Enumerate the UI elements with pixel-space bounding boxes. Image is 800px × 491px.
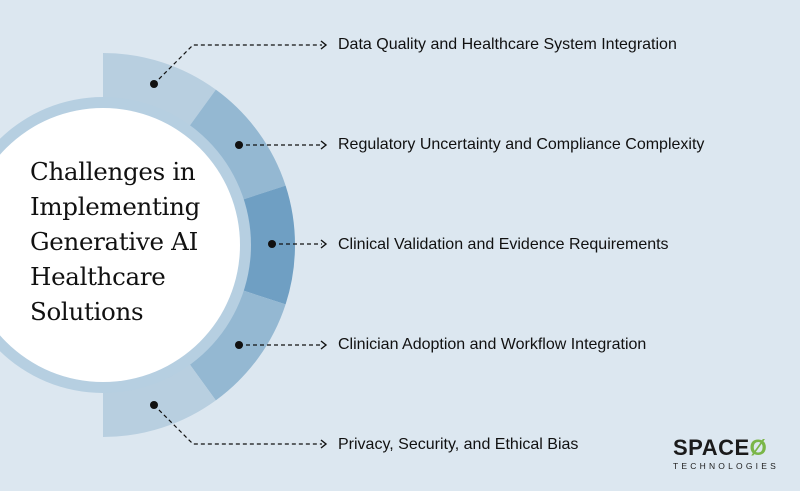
challenge-label-privacy: Privacy, Security, and Ethical Bias	[338, 436, 579, 453]
diagram-title: Challenges in Implementing Generative AI…	[30, 154, 240, 329]
challenge-label-data-quality: Data Quality and Healthcare System Integ…	[338, 36, 677, 53]
connector-dot	[150, 401, 158, 409]
connector-dot	[268, 240, 276, 248]
arrow-head-icon	[320, 40, 328, 50]
connector-line	[153, 404, 322, 445]
logo-subtitle: TECHNOLOGIES	[673, 461, 779, 471]
title-line: Challenges in	[30, 157, 196, 186]
connector-dot	[150, 80, 158, 88]
ring-segment	[103, 363, 216, 437]
logo-brand: SPACE	[673, 435, 750, 460]
connector-line	[153, 44, 322, 85]
center-circle	[0, 108, 240, 382]
connector-dot	[235, 341, 243, 349]
space-o-logo: SPACEØ TECHNOLOGIES	[673, 435, 779, 472]
arrow-head-icon	[320, 239, 328, 249]
title-line: Generative AI	[30, 227, 198, 256]
logo-mark: Ø	[749, 435, 768, 460]
title-line: Healthcare	[30, 262, 166, 291]
ring-segment	[103, 53, 216, 127]
title-line: Implementing	[30, 192, 200, 221]
title-line: Solutions	[30, 297, 144, 326]
challenge-label-clinician-adoption: Clinician Adoption and Workflow Integrat…	[338, 336, 647, 353]
arrow-head-icon	[320, 439, 328, 449]
arrow-head-icon	[320, 340, 328, 350]
arrow-head-icon	[320, 140, 328, 150]
connector-dot	[235, 141, 243, 149]
challenge-label-regulatory: Regulatory Uncertainty and Compliance Co…	[338, 136, 705, 153]
challenge-label-clinical-validation: Clinical Validation and Evidence Require…	[338, 236, 669, 253]
